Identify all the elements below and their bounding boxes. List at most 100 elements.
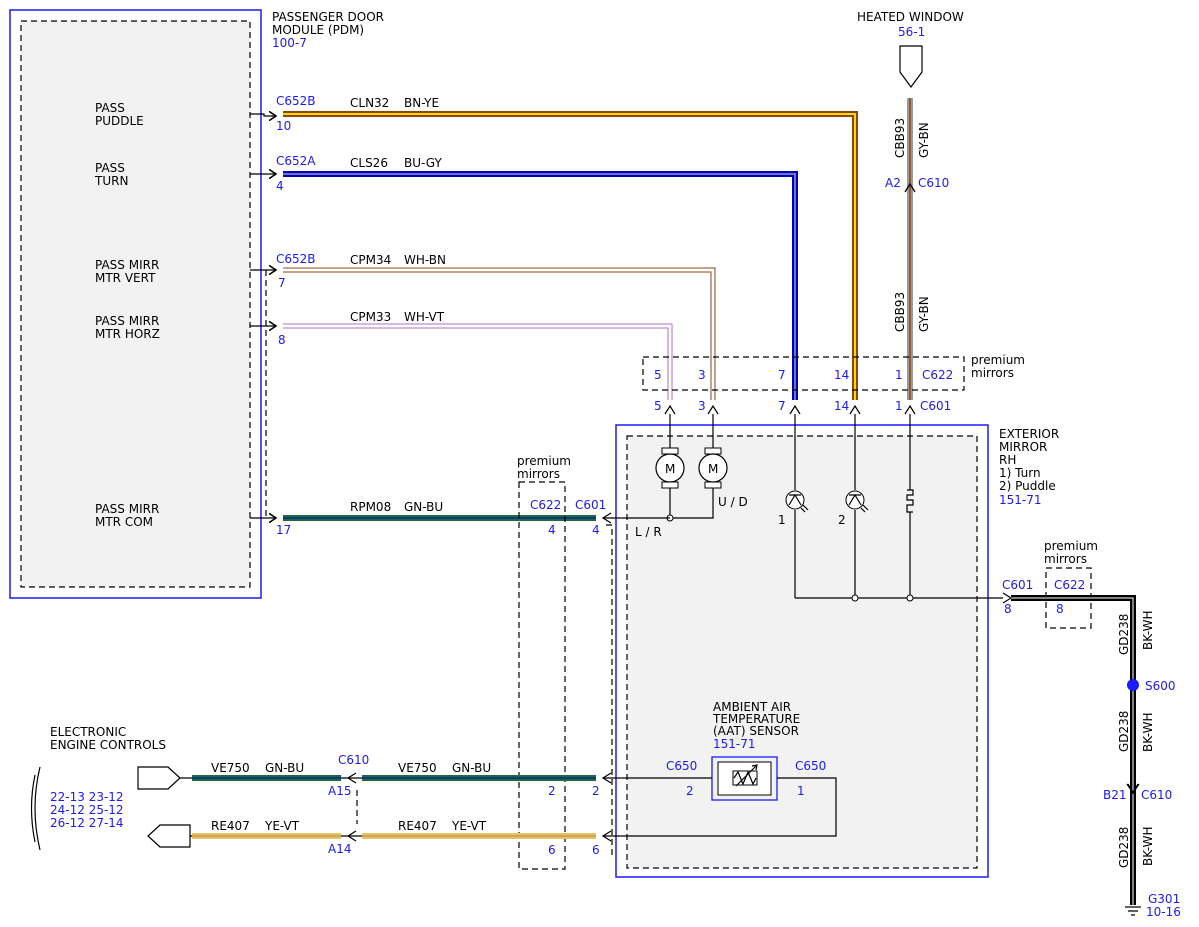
pin-label-puddle-1: PASS — [95, 101, 125, 115]
gnd-s600: S600 — [1145, 679, 1176, 693]
mirror-title-1: EXTERIOR — [999, 427, 1059, 441]
color-bn-ye: BN-YE — [404, 96, 439, 110]
color-wh-vt: WH-VT — [404, 310, 445, 324]
c622-top-pin-5: 5 — [654, 368, 662, 382]
circuit-cln32: CLN32 — [350, 96, 389, 110]
eec-ref-2: 24-12 25-12 — [50, 803, 124, 817]
mirror-title-4: 1) Turn — [999, 466, 1041, 480]
premium-mirrors-mid: premium mirrors C622 C601 4 4 2 6 — [517, 454, 613, 870]
pin-8: 8 — [278, 333, 286, 347]
premium-top-label-1: premium — [971, 353, 1025, 367]
c601-top-pin-14: 14 — [834, 399, 849, 413]
mirror-title-3: RH — [999, 453, 1016, 467]
mirror-title-5: 2) Puddle — [999, 479, 1056, 493]
pin-label-horz-1: PASS MIRR — [95, 314, 159, 328]
re407-circuit-1: RE407 — [211, 819, 250, 833]
pin-7: 7 — [278, 276, 286, 290]
eec-ref-3: 26-12 27-14 — [50, 816, 124, 830]
color-gn-bu: GN-BU — [404, 500, 443, 514]
aat-conn-r: C650 — [795, 759, 826, 773]
pdm-title-1: PASSENGER DOOR — [272, 10, 384, 24]
hw-pin-a2: A2 — [885, 176, 901, 190]
heated-window-title: HEATED WINDOW — [857, 10, 964, 24]
ve750-color-1: GN-BU — [265, 761, 304, 775]
c601-top-pin-3: 3 — [698, 399, 706, 413]
c622-mid-pin-6: 6 — [548, 843, 556, 857]
aat-pin-l: 2 — [686, 784, 694, 798]
c601-mid-conn: C601 — [575, 498, 606, 512]
label-ud: U / D — [718, 495, 748, 509]
circuit-rpm08: RPM08 — [350, 500, 391, 514]
re407-color-1: YE-VT — [264, 819, 300, 833]
splice-s600 — [1127, 679, 1139, 691]
pdm-module: PASSENGER DOOR MODULE (PDM) 100-7 PASS P… — [9, 9, 384, 599]
gnd-c601-pin: 8 — [1004, 602, 1012, 616]
c610-lower: C610 — [338, 753, 369, 767]
gnd-color-3: BK-WH — [1141, 826, 1155, 866]
hw-color-1: GY-BN — [917, 122, 931, 158]
conn-c652b-1: C652B — [276, 94, 316, 108]
wire-cpm33: 8 CPM33 WH-VT — [278, 310, 673, 400]
hw-circuit-2: CBB93 — [893, 292, 907, 332]
hw-conn-c610: C610 — [918, 176, 949, 190]
wire-rpm08: 17 RPM08 GN-BU — [276, 500, 596, 537]
wire-cls26: C652A 4 CLS26 BU-GY — [276, 154, 798, 400]
pdm-title-2: MODULE (PDM) — [272, 23, 364, 37]
gnd-color-1: BK-WH — [1141, 610, 1155, 650]
gnd-c622: C622 — [1054, 578, 1085, 592]
c622-top-pin-3: 3 — [698, 368, 706, 382]
eec-ref-1: 22-13 23-12 — [50, 790, 124, 804]
mirror-title-2: MIRROR — [999, 440, 1047, 454]
lamp-turn — [785, 490, 805, 510]
heated-window-ref: 56-1 — [898, 25, 925, 39]
pin-4: 4 — [276, 179, 284, 193]
premium-mid-label-1: premium — [517, 454, 571, 468]
motor-vert-m: M — [708, 462, 718, 476]
c601-top-conn: C601 — [920, 399, 951, 413]
pin-10: 10 — [276, 119, 291, 133]
pdm-ref: 100-7 — [272, 36, 307, 50]
c622-top-pin-1: 1 — [895, 368, 903, 382]
lamp-1: 1 — [778, 513, 786, 527]
premium-top-label-2: mirrors — [971, 366, 1014, 380]
ground-path: C601 8 premium mirrors C622 8 GD238 BK-W… — [1002, 539, 1181, 919]
gnd-g301-ref: 10-16 — [1146, 905, 1181, 919]
ve750-circuit-1: VE750 — [211, 761, 250, 775]
ve750-color-2: GN-BU — [452, 761, 491, 775]
pin-label-com-2: MTR COM — [95, 515, 153, 529]
gnd-g301: G301 — [1148, 892, 1180, 906]
pin-label-horz-2: MTR HORZ — [95, 327, 160, 341]
gnd-c610: C610 — [1141, 788, 1172, 802]
pin-17: 17 — [276, 523, 291, 537]
gnd-premium-2: mirrors — [1044, 552, 1087, 566]
c622-top-conn: C622 — [922, 368, 953, 382]
pin-label-vert-1: PASS MIRR — [95, 258, 159, 272]
circuit-cls26: CLS26 — [350, 156, 388, 170]
aat-title-1: AMBIENT AIR — [713, 700, 791, 714]
premium-mirrors-top: premium mirrors 5 3 7 14 1 C622 5 3 7 14… — [642, 353, 1025, 415]
pin-a15: A15 — [328, 784, 351, 798]
c601-top-pin-7: 7 — [778, 399, 786, 413]
eec-title-2: ENGINE CONTROLS — [50, 738, 166, 752]
aat-conn-l: C650 — [666, 759, 697, 773]
gnd-circuit-1: GD238 — [1117, 614, 1131, 655]
gnd-circuit-2: GD238 — [1117, 711, 1131, 752]
mirror-pin-2: 2 — [592, 784, 600, 798]
conn-c652b-2: C652B — [276, 252, 316, 266]
mirror-pin-6: 6 — [592, 843, 600, 857]
wire-ve750: VE750 GN-BU VE750 GN-BU C610 A15 — [180, 753, 596, 824]
c601-top-pin-1: 1 — [895, 399, 903, 413]
pin-a14: A14 — [328, 842, 351, 856]
lamp-2: 2 — [838, 513, 846, 527]
c622-mid-pin-2: 2 — [548, 784, 556, 798]
hw-circuit-1: CBB93 — [893, 118, 907, 158]
eec-title-1: ELECTRONIC — [50, 725, 126, 739]
pin-label-puddle-2: PUDDLE — [95, 114, 144, 128]
premium-mid-label-2: mirrors — [517, 467, 560, 481]
motor-horz-m: M — [665, 462, 675, 476]
conn-c652a: C652A — [276, 154, 316, 168]
c622-top-pin-14: 14 — [834, 368, 849, 382]
c601-mid-pin-4: 4 — [592, 523, 600, 537]
hw-color-2: GY-BN — [917, 296, 931, 332]
circuit-cpm33: CPM33 — [350, 310, 391, 324]
